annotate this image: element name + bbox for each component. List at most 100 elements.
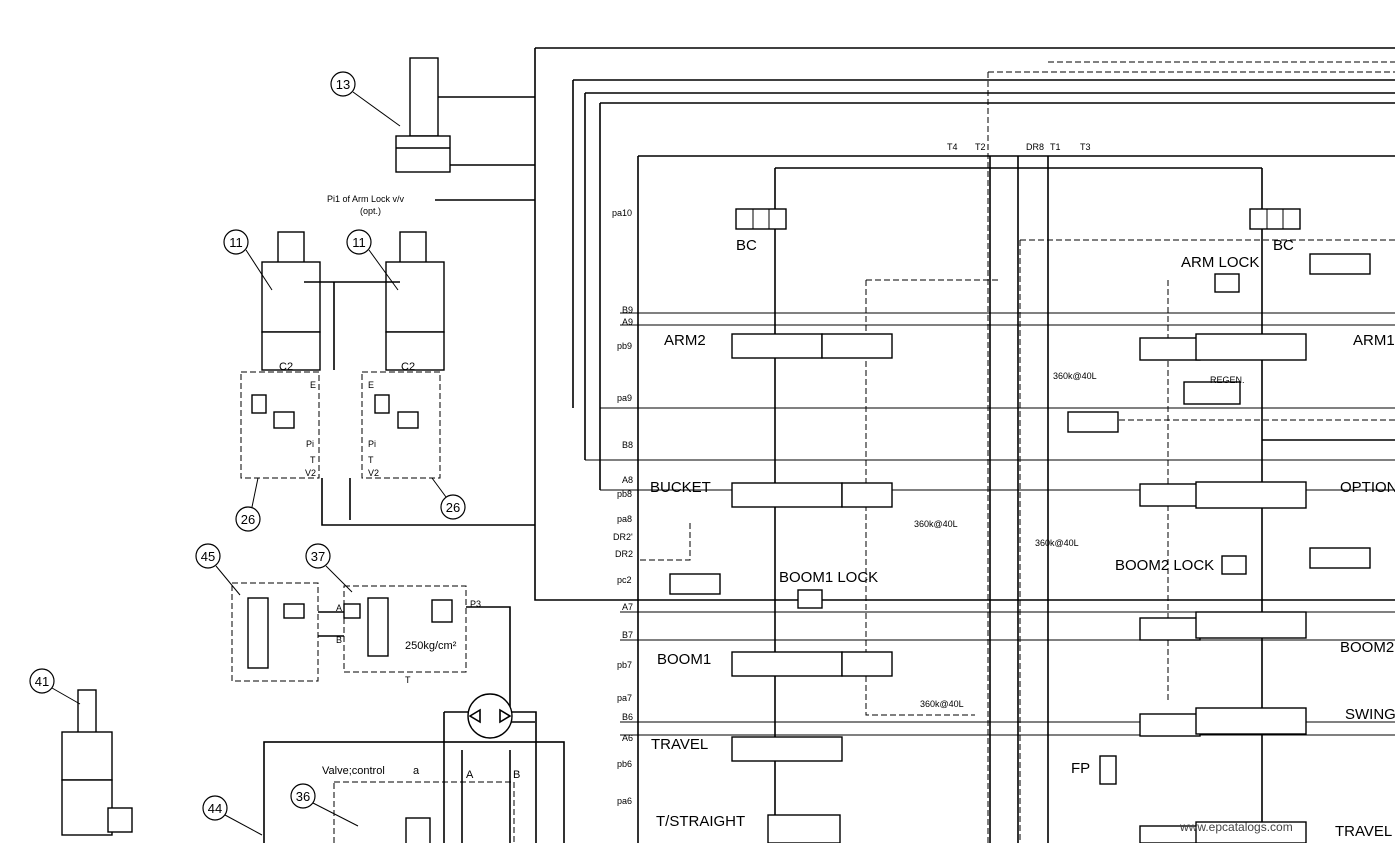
travel-motor [443,693,537,843]
port-dr2-prime: DR2' [613,532,633,542]
component-37 [343,585,467,673]
port-pa6: pa6 [617,796,632,806]
port-b8: B8 [622,440,633,450]
spool-bucket: BUCKET [650,479,711,496]
port-pa8: pa8 [617,514,632,524]
right-spool-labels: BC ARM LOCK ARM1 REGEN. OPTION BOOM2 LOC… [1071,237,1395,840]
port-pa9: pa9 [617,393,632,403]
relief-boom1: 360k@40L [920,699,964,709]
relief-settings: 360k@40L 360k@40L 360k@40L 360k@40L [914,371,1097,709]
valve-control-box [263,741,565,843]
callout-13: 13 [336,77,350,92]
port-a7: A7 [622,602,633,612]
callout-26-right: 26 [446,500,460,515]
spool-boom1: BOOM1 [657,651,711,668]
port-pb9: pb9 [617,341,632,351]
port-pa10: pa10 [612,208,632,218]
port-dr8: DR8 [1026,142,1044,152]
motor-port-a: A [466,769,474,781]
relief-bucket: 360k@40L [914,519,958,529]
spool-fp: FP [1071,760,1090,777]
spool-arm1: ARM1 [1353,332,1395,349]
port-a8: A8 [622,475,633,485]
component-41 [61,689,133,836]
cylinder-port-labels: C2 C2 E E Pi Pi T T V2 V2 [279,361,415,478]
valve-37-labels: A B P3 T 250kg/cm² [336,599,481,685]
spool-arm-lock: ARM LOCK [1181,254,1259,271]
relief-option: 360k@40L [1035,538,1079,548]
cylinder-11-right [385,231,445,371]
spool-swing: SWING [1345,706,1395,723]
spool-bc-right: BC [1273,237,1294,254]
valve-control-label: Valve;control [322,765,385,777]
port-pc2: pc2 [617,575,632,585]
port-e-left: E [310,380,316,390]
port-pb8: pb8 [617,489,632,499]
left-spool-labels: BC ARM2 BUCKET BOOM1 LOCK BOOM1 TRAVEL T… [650,237,878,830]
motor-port-b: B [513,769,520,781]
main-lines [435,47,1395,843]
callout-41: 41 [35,674,49,689]
valve-37-port-t: T [405,675,411,685]
port-t2: T2 [975,142,986,152]
port-b9: B9 [622,305,633,315]
spool-travel-right: TRAVEL [1335,823,1392,840]
pilot-note-line1: Pi1 of Arm Lock v/v [327,194,405,204]
cylinder-11-left [261,231,321,371]
left-spool-bank [669,208,893,843]
callout-44: 44 [208,801,222,816]
cylinder-13 [395,57,451,173]
port-pi-left: Pi [306,439,314,449]
spool-arm2: ARM2 [664,332,706,349]
port-b6: B6 [622,712,633,722]
port-dr2: DR2 [615,549,633,559]
callout-26-left: 26 [241,512,255,527]
callout-37: 37 [311,549,325,564]
port-a6: A6 [622,733,633,743]
spool-t-straight: T/STRAIGHT [656,813,745,830]
port-e-right: E [368,380,374,390]
top-port-labels: T4 T2 DR8 T1 T3 [947,142,1091,152]
right-spool-bank [1067,208,1371,843]
callout-bubbles: 13 11 11 26 26 45 37 41 44 36 [29,71,466,836]
spool-regen: REGEN. [1210,375,1245,385]
port-t3: T3 [1080,142,1091,152]
callout-36: 36 [296,789,310,804]
valve-37-port-b: B [336,635,342,645]
callout-11-right: 11 [352,235,366,250]
spool-option: OPTION [1340,479,1395,496]
port-c2-left: C2 [279,361,293,373]
watermark: www.epcatalogs.com [1179,820,1293,834]
port-v2-left: V2 [305,468,316,478]
valve-37-port-a: A [336,603,342,613]
spool-boom1-lock: BOOM1 LOCK [779,569,878,586]
port-t-right: T [368,455,374,465]
spool-bc-left: BC [736,237,757,254]
port-t4: T4 [947,142,958,152]
spool-boom2-lock: BOOM2 LOCK [1115,557,1214,574]
holding-valve-left [240,371,320,479]
valve-37-setting: 250kg/cm² [405,640,457,652]
left-port-labels: pa10 B9 A9 pb9 pa9 B8 A8 pb8 pa8 DR2' DR… [612,208,633,806]
port-pi-right: Pi [368,439,376,449]
callout-45: 45 [201,549,215,564]
pilot-note-line2: (opt.) [360,206,381,216]
port-t1: T1 [1050,142,1061,152]
port-pb6: pb6 [617,759,632,769]
relief-arm1: 360k@40L [1053,371,1097,381]
valve-37-port-p3: P3 [470,599,481,609]
port-b7: B7 [622,630,633,640]
spool-boom2: BOOM2 [1340,639,1394,656]
component-45 [231,582,319,682]
port-t-left: T [310,455,316,465]
port-v2-right: V2 [368,468,379,478]
holding-valve-right [361,371,441,479]
port-c2-right: C2 [401,361,415,373]
valve-control-port-a: a [413,765,420,777]
port-a9: A9 [622,317,633,327]
port-pb7: pb7 [617,660,632,670]
port-pa7: pa7 [617,693,632,703]
callout-11-left: 11 [229,235,243,250]
spool-travel-left: TRAVEL [651,736,708,753]
